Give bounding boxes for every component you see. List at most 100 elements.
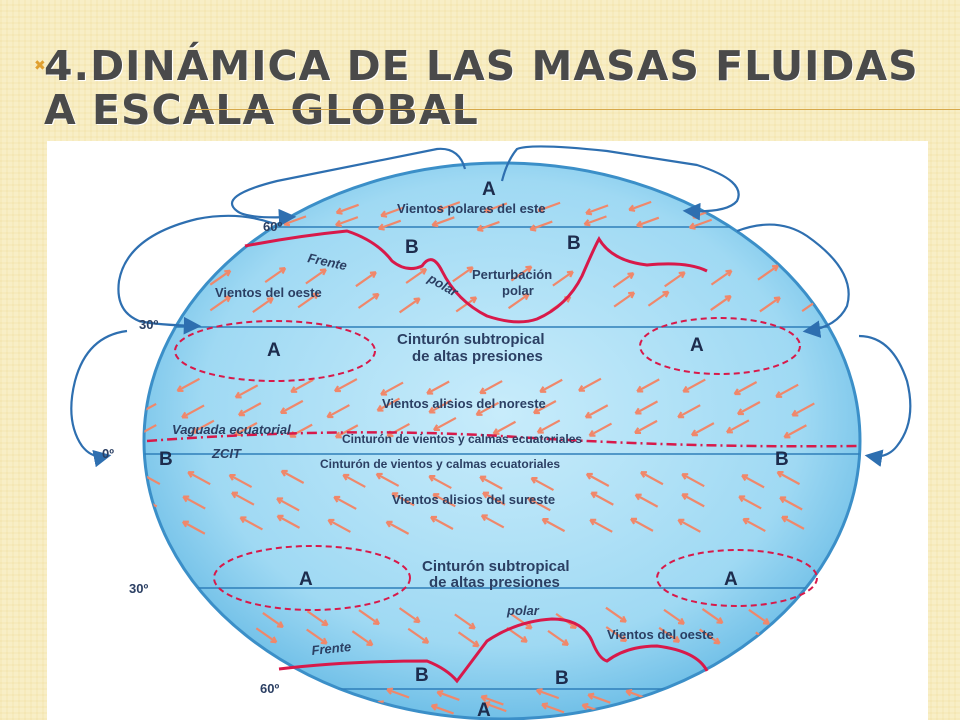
wind-arrow-head (476, 224, 484, 232)
wind-arrow (476, 401, 500, 416)
wind-arrow (405, 268, 427, 284)
label-front-bottom: Frente (311, 639, 352, 658)
wind-arrow (698, 628, 721, 645)
wind-arrow (262, 612, 284, 628)
wind-arrow (452, 266, 474, 283)
wind-arrow (529, 220, 553, 231)
label-subtropical-top-1: Cinturón subtropical (397, 331, 545, 348)
wind-arrow (777, 471, 801, 486)
wind-arrow (748, 608, 770, 625)
wind-arrow-head (561, 639, 569, 646)
wind-arrow-head (369, 271, 377, 279)
wind-arrow-head (375, 472, 383, 480)
wind-arrow (355, 271, 377, 288)
wind-arrow (689, 218, 713, 229)
wind-arrow (386, 688, 410, 699)
wind-arrow (636, 378, 660, 393)
label-subtropical-top-2: de altas presiones (412, 348, 543, 365)
wind-arrow (457, 631, 480, 648)
wind-arrow-head (279, 407, 287, 414)
wind-arrow (710, 295, 732, 311)
wind-arrow (481, 514, 505, 529)
high-pressure-marker: A (724, 569, 738, 590)
wind-arrow-head (372, 618, 380, 626)
bullet-mark-icon: ✖ (34, 58, 46, 74)
wind-arrow (533, 400, 557, 414)
wind-arrow (285, 695, 309, 706)
wind-arrow (781, 515, 805, 530)
wind-arrow (492, 420, 517, 435)
wind-arrow (181, 404, 205, 419)
wind-arrow-head (333, 385, 341, 393)
wind-arrow (530, 477, 555, 492)
wind-arrow-head (214, 618, 222, 626)
wind-arrow-head (537, 205, 545, 213)
wind-arrow (342, 473, 366, 488)
wind-arrow (144, 705, 158, 716)
wind-arrow (454, 613, 476, 630)
wind-arrow (477, 220, 500, 231)
wind-arrow (240, 693, 264, 705)
wind-arrow (431, 216, 455, 227)
wind-arrow (726, 690, 750, 701)
wind-arrow (634, 419, 658, 434)
wind-arrow-head (539, 386, 547, 393)
wind-arrow-head (426, 387, 434, 395)
wind-arrow-head (333, 495, 341, 503)
latitude-label-0: 0º (102, 446, 114, 461)
wind-arrow (264, 267, 286, 284)
wind-arrow-head (781, 515, 789, 523)
wind-arrow-head (422, 636, 430, 644)
wind-arrow-head (221, 635, 229, 643)
label-subtropical-bottom-1: Cinturón subtropical (422, 558, 570, 575)
label-polar-disturbance-2: polar (502, 283, 534, 298)
wind-arrow-head (773, 296, 781, 304)
wind-arrow-head (239, 516, 247, 524)
wind-arrow (231, 491, 255, 506)
wind-arrow (290, 378, 314, 393)
label-polar-bottom: polar (506, 603, 540, 618)
wind-arrow-head (413, 297, 421, 305)
wind-arrow-head (726, 689, 734, 697)
wind-arrow (775, 383, 799, 398)
wind-arrow (191, 419, 215, 434)
wind-arrow-head (530, 476, 538, 484)
wind-arrow-head (276, 514, 284, 522)
wind-arrow (277, 514, 301, 529)
wind-arrow (398, 297, 421, 314)
wind-arrow (289, 423, 313, 438)
wind-arrow-head (634, 493, 642, 501)
wind-arrow-head (472, 640, 480, 648)
wind-arrow (391, 492, 415, 507)
wind-arrow (612, 272, 635, 289)
wind-arrow (276, 497, 300, 512)
wind-arrow-head (480, 514, 488, 522)
wind-arrow (792, 201, 816, 213)
wind-arrow-head (587, 692, 595, 700)
wind-arrow (803, 267, 825, 284)
wind-arrow-head (583, 219, 591, 227)
wind-arrow-head (480, 694, 488, 702)
wind-arrow (281, 470, 305, 484)
wind-arrow (335, 424, 359, 439)
label-zcit: ZCIT (211, 446, 242, 461)
wind-arrow (536, 689, 560, 700)
low-pressure-marker: B (159, 449, 173, 470)
wind-arrow-head (725, 269, 733, 277)
wind-arrow-head (529, 224, 537, 232)
wind-arrow-head (335, 219, 342, 228)
wind-arrow (398, 607, 421, 624)
wind-arrow-head (413, 616, 421, 624)
wind-arrow (209, 295, 231, 312)
wind-arrow (484, 202, 508, 213)
wind-arrow-head (634, 407, 642, 415)
wind-arrow (759, 296, 781, 313)
globe (142, 161, 862, 720)
wind-arrow (539, 378, 563, 393)
wind-arrow (428, 475, 452, 490)
wind-arrow (199, 609, 221, 626)
wind-arrow (357, 293, 380, 309)
latitude-label-30s: 30º (129, 581, 148, 596)
wind-arrow-head (741, 474, 749, 482)
wind-arrow (430, 516, 454, 530)
